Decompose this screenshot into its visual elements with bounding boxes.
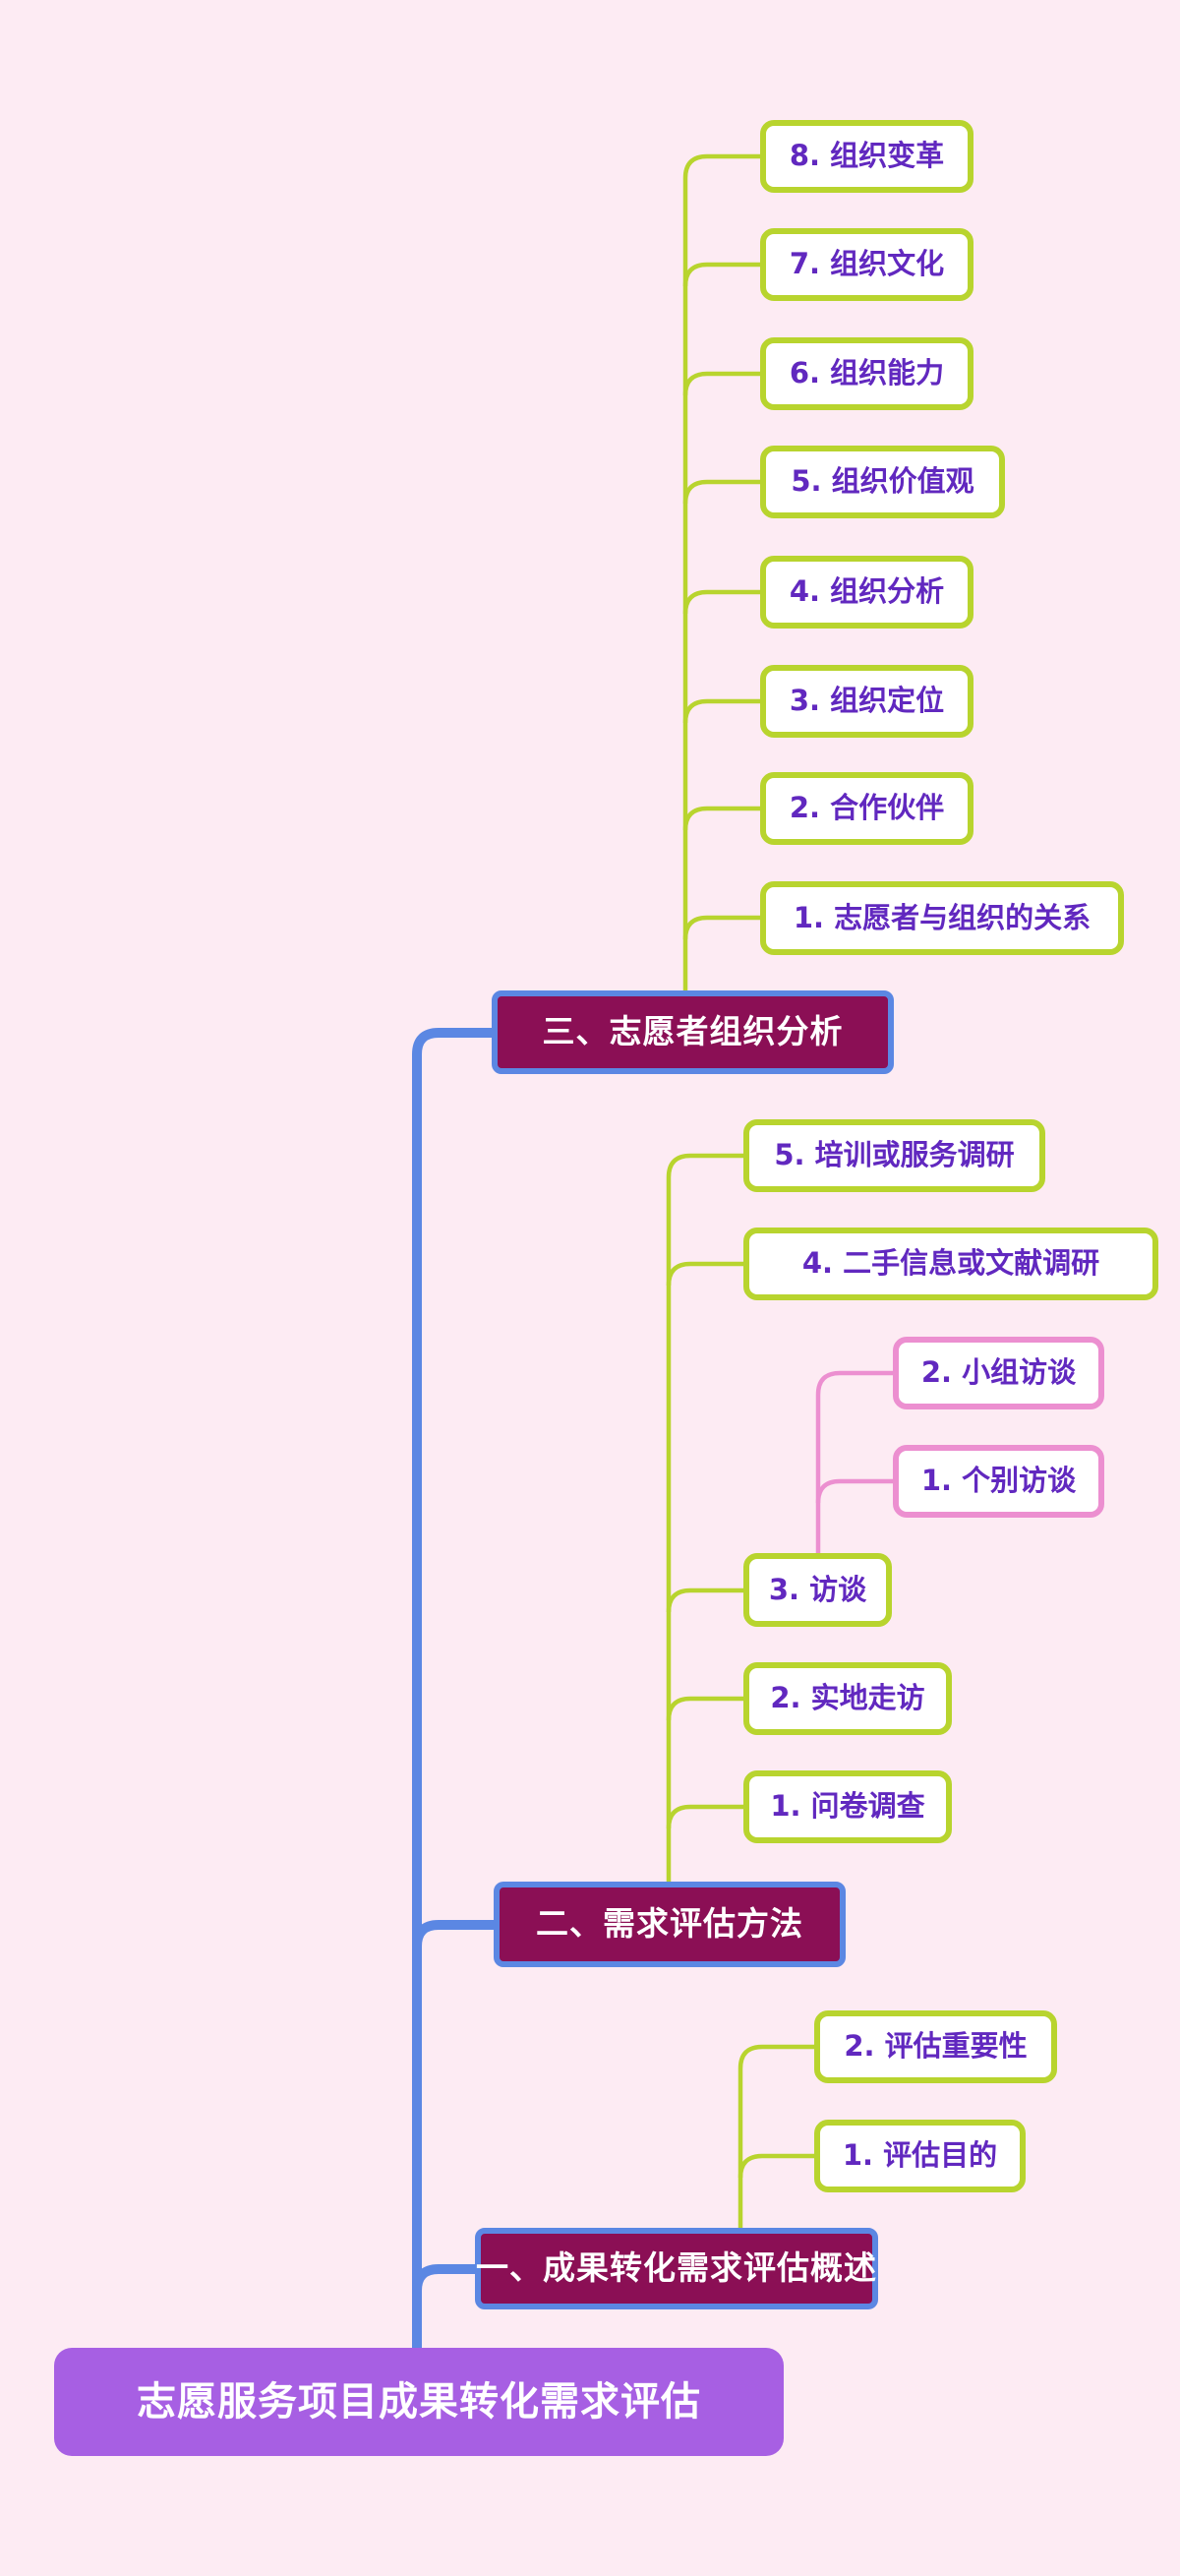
- branch-2-trunk-link: [666, 1153, 743, 1882]
- branch-3-stub-link: [682, 698, 760, 724]
- root-node[interactable]: 志愿服务项目成果转化需求评估: [54, 2348, 784, 2456]
- branch-3-stub-link: [682, 262, 760, 287]
- child-node-b3-2[interactable]: 2. 合作伙伴: [760, 772, 974, 845]
- child-node-b3-8[interactable]: 8. 组织变革: [760, 120, 974, 193]
- branch-3-stub-link: [682, 589, 760, 615]
- child-node-b3-4[interactable]: 4. 组织分析: [760, 556, 974, 629]
- branch-2-stub-link: [666, 1696, 743, 1721]
- branch-2-stub-link: [666, 1588, 743, 1613]
- child-node-interview-individual[interactable]: 1. 个别访谈: [893, 1445, 1104, 1518]
- branch-3-stub-link: [682, 915, 760, 940]
- child-node-b3-7[interactable]: 7. 组织文化: [760, 228, 974, 301]
- branch-2-spine-stub-link: [412, 1920, 494, 1947]
- child-node-b1-2[interactable]: 2. 评估重要性: [814, 2010, 1057, 2083]
- child-node-b3-5[interactable]: 5. 组织价值观: [760, 446, 1005, 518]
- branch-2-stub-link: [666, 1261, 743, 1287]
- child-node-b3-6[interactable]: 6. 组织能力: [760, 337, 974, 410]
- branch-1-spine-stub-link: [412, 2264, 475, 2292]
- child-node-b2-5[interactable]: 5. 培训或服务调研: [743, 1119, 1045, 1192]
- child-node-b2-1[interactable]: 1. 问卷调查: [743, 1770, 952, 1843]
- child-node-b2-3[interactable]: 3. 访谈: [743, 1553, 892, 1627]
- spine-link: [412, 1028, 492, 2348]
- branch-3-stub-link: [682, 371, 760, 396]
- branch-header-1[interactable]: 一、成果转化需求评估概述: [475, 2228, 878, 2309]
- branch-3-stub-link: [682, 806, 760, 831]
- interview-stub-link: [815, 1478, 893, 1504]
- branch-header-2[interactable]: 二、需求评估方法: [494, 1882, 846, 1967]
- interview-trunk-link: [815, 1370, 893, 1553]
- child-node-b2-2[interactable]: 2. 实地走访: [743, 1662, 952, 1735]
- branch-3-trunk-link: [682, 153, 760, 990]
- child-node-b1-1[interactable]: 1. 评估目的: [814, 2120, 1026, 2192]
- child-node-b3-3[interactable]: 3. 组织定位: [760, 665, 974, 738]
- branch-1-stub-link: [738, 2153, 814, 2179]
- child-node-b3-1[interactable]: 1. 志愿者与组织的关系: [760, 881, 1124, 955]
- branch-2-stub-link: [666, 1804, 743, 1829]
- child-node-b2-4[interactable]: 4. 二手信息或文献调研: [743, 1228, 1158, 1300]
- child-node-interview-group[interactable]: 2. 小组访谈: [893, 1337, 1104, 1409]
- branch-header-3[interactable]: 三、志愿者组织分析: [492, 990, 894, 1074]
- branch-1-trunk-link: [738, 2044, 814, 2228]
- branch-3-stub-link: [682, 479, 760, 505]
